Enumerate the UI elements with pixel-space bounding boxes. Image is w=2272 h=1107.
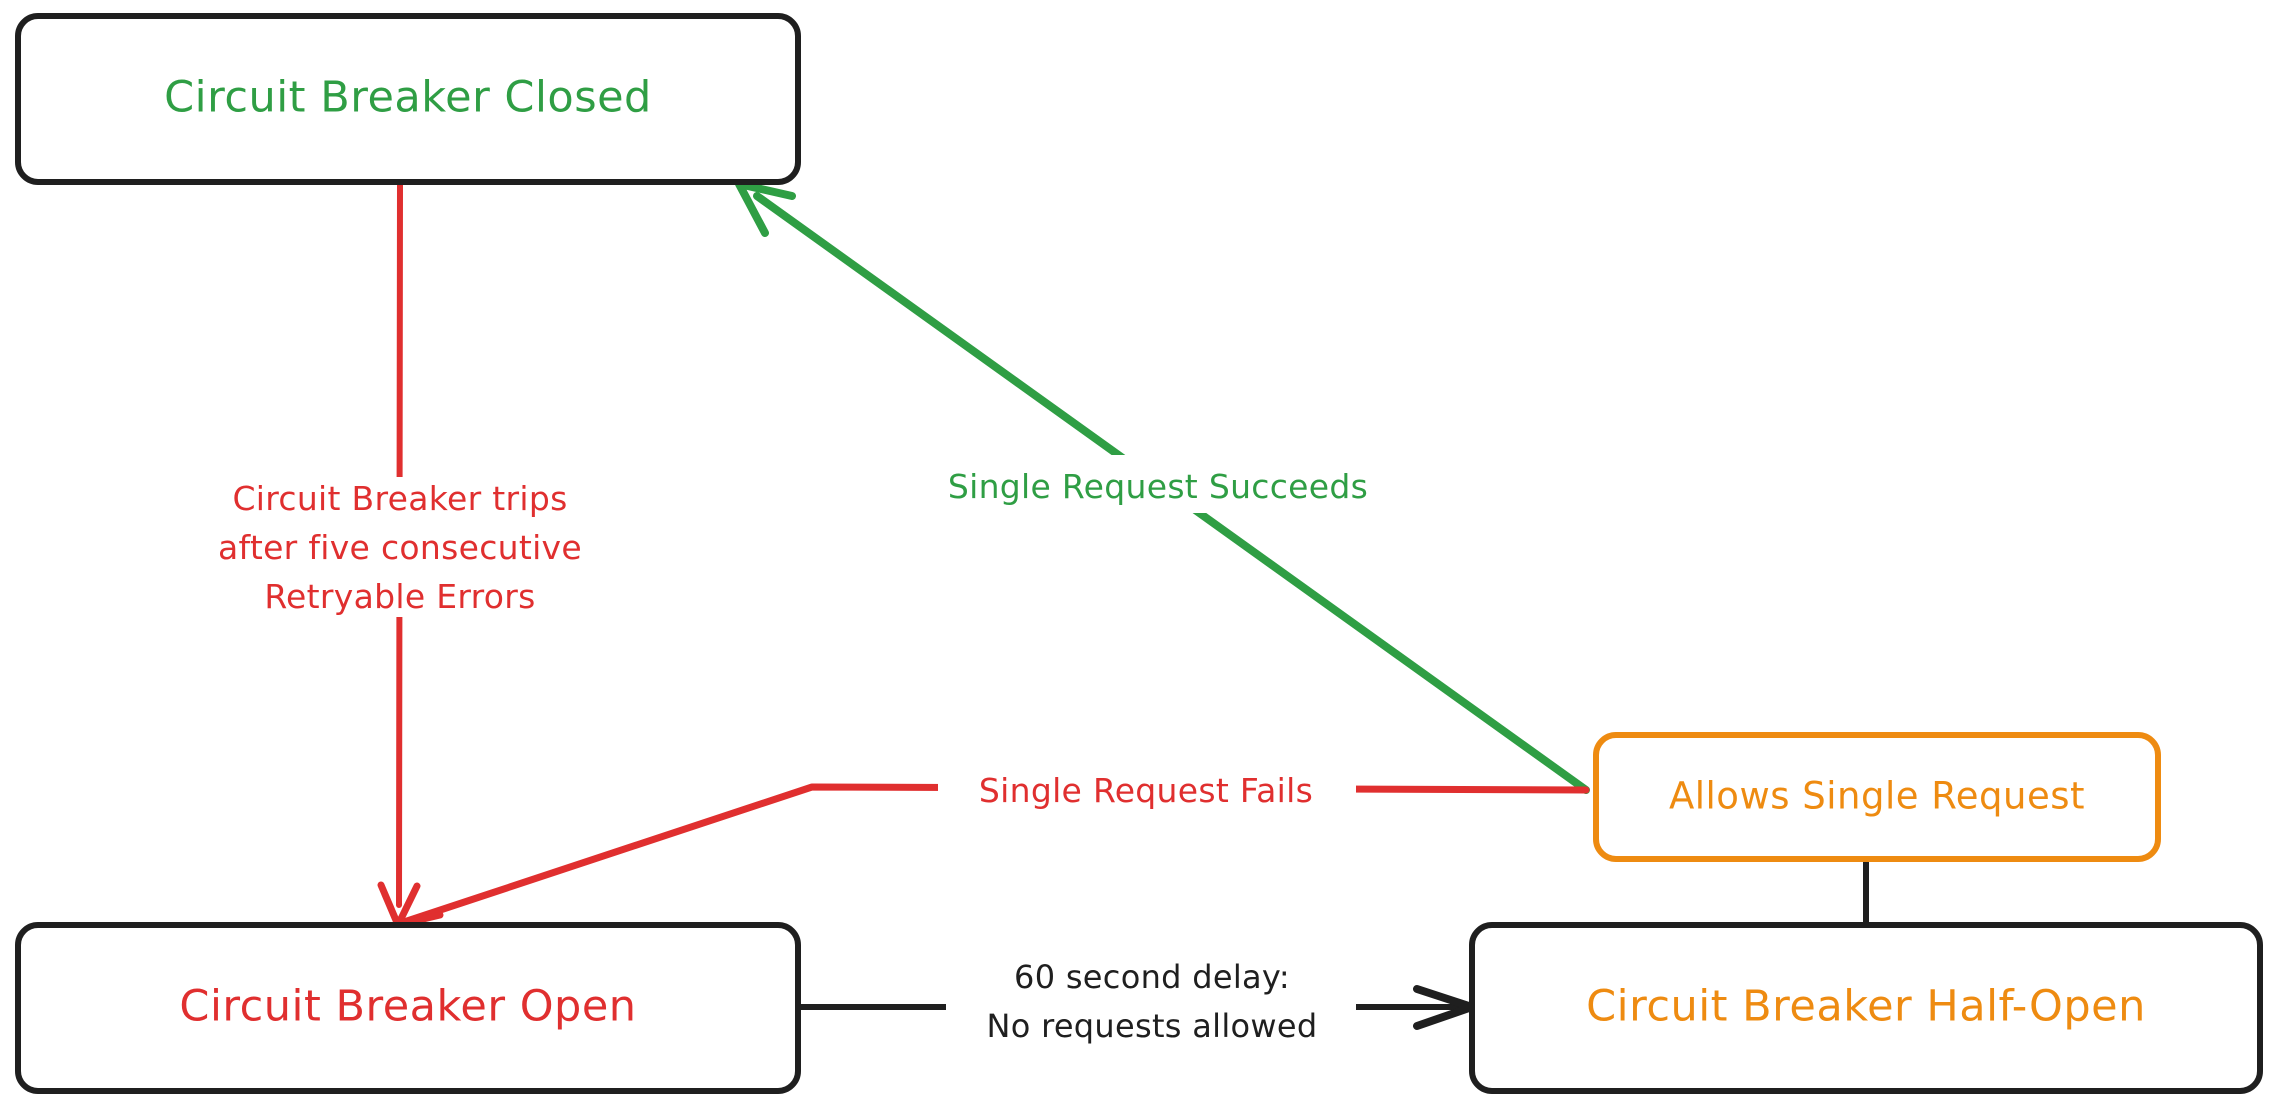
node-circuit-breaker-half-open-label: Circuit Breaker Half-Open: [1586, 982, 2146, 1032]
edge-label-allows-to-open-backdrop: [938, 763, 1356, 815]
edge-label-open-to-half-open-line1: 60 second delay:: [1014, 958, 1290, 996]
node-allows-single-request[interactable]: Allows Single Request: [1593, 732, 2161, 862]
edge-open-to-half-open-arrowhead: [1413, 985, 1476, 1030]
edge-label-closed-to-open: Circuit Breaker trips after five consecu…: [168, 477, 582, 617]
node-circuit-breaker-closed-box[interactable]: [15, 13, 801, 185]
edge-label-allows-to-closed: Single Request Succeeds: [912, 455, 1404, 513]
node-allows-single-request-box[interactable]: [1593, 732, 2161, 862]
edge-label-allows-to-open: Single Request Fails: [938, 763, 1356, 815]
edge-label-open-to-half-open-backdrop: [946, 955, 1356, 1059]
node-circuit-breaker-open[interactable]: Circuit Breaker Open: [15, 922, 801, 1094]
edge-label-open-to-half-open-line2: No requests allowed: [986, 1007, 1317, 1045]
edge-label-allows-to-open-text: Single Request Fails: [979, 771, 1313, 810]
node-circuit-breaker-closed-label: Circuit Breaker Closed: [164, 73, 652, 123]
edge-open-to-half-open: [797, 985, 1476, 1030]
edge-label-closed-to-open-line2: after five consecutive: [218, 528, 582, 567]
edge-label-closed-to-open-line3: Retryable Errors: [264, 577, 535, 616]
edge-label-allows-to-closed-backdrop: [912, 455, 1404, 513]
edge-label-closed-to-open-backdrop: [168, 477, 578, 617]
edge-label-allows-to-closed-text: Single Request Succeeds: [948, 467, 1368, 506]
node-circuit-breaker-closed[interactable]: Circuit Breaker Closed: [15, 13, 801, 185]
edge-label-closed-to-open-line1: Circuit Breaker trips: [232, 479, 567, 518]
node-allows-single-request-label: Allows Single Request: [1669, 775, 2085, 818]
node-circuit-breaker-half-open[interactable]: Circuit Breaker Half-Open: [1469, 922, 2263, 1094]
edge-allows-to-closed-arrowhead: [735, 180, 796, 237]
node-circuit-breaker-half-open-box[interactable]: [1469, 922, 2263, 1094]
node-circuit-breaker-open-box[interactable]: [15, 922, 801, 1094]
edge-closed-to-open-arrowhead: [377, 881, 421, 929]
node-circuit-breaker-open-label: Circuit Breaker Open: [179, 982, 636, 1032]
edge-label-open-to-half-open: 60 second delay: No requests allowed: [946, 955, 1356, 1059]
